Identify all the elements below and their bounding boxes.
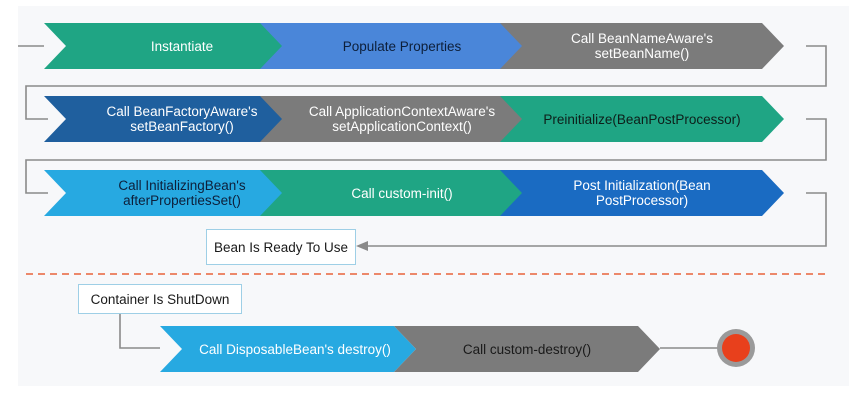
step-chevron-r2-c3 [500,96,784,142]
step-chevron-r3-c3 [500,170,784,216]
ready-arrowhead [356,241,368,251]
step-chevron-r1-c1 [44,23,306,69]
step-chevron-r2-c1 [44,96,306,142]
diagram-canvas [18,23,830,372]
row2-to-row3-connector [25,118,827,194]
step-chevron-r3-c1 [44,170,306,216]
shutdown-to-destroy-connector [119,314,160,349]
step-chevron-r2-c2 [260,96,544,142]
destroy-chevron-1 [160,326,416,372]
step-chevron-r1-c3 [500,23,784,69]
step-chevron-r1-c2 [260,23,544,69]
end-point-dot [722,334,750,362]
row3-to-ready-connector [366,192,827,247]
step-chevron-r3-c2 [260,170,544,216]
container-shutdown-box: Container Is ShutDown [78,284,242,314]
bean-ready-box: Bean Is Ready To Use [206,229,356,265]
row1-to-row2-connector [25,45,827,120]
destroy-chevron-2 [394,326,660,372]
